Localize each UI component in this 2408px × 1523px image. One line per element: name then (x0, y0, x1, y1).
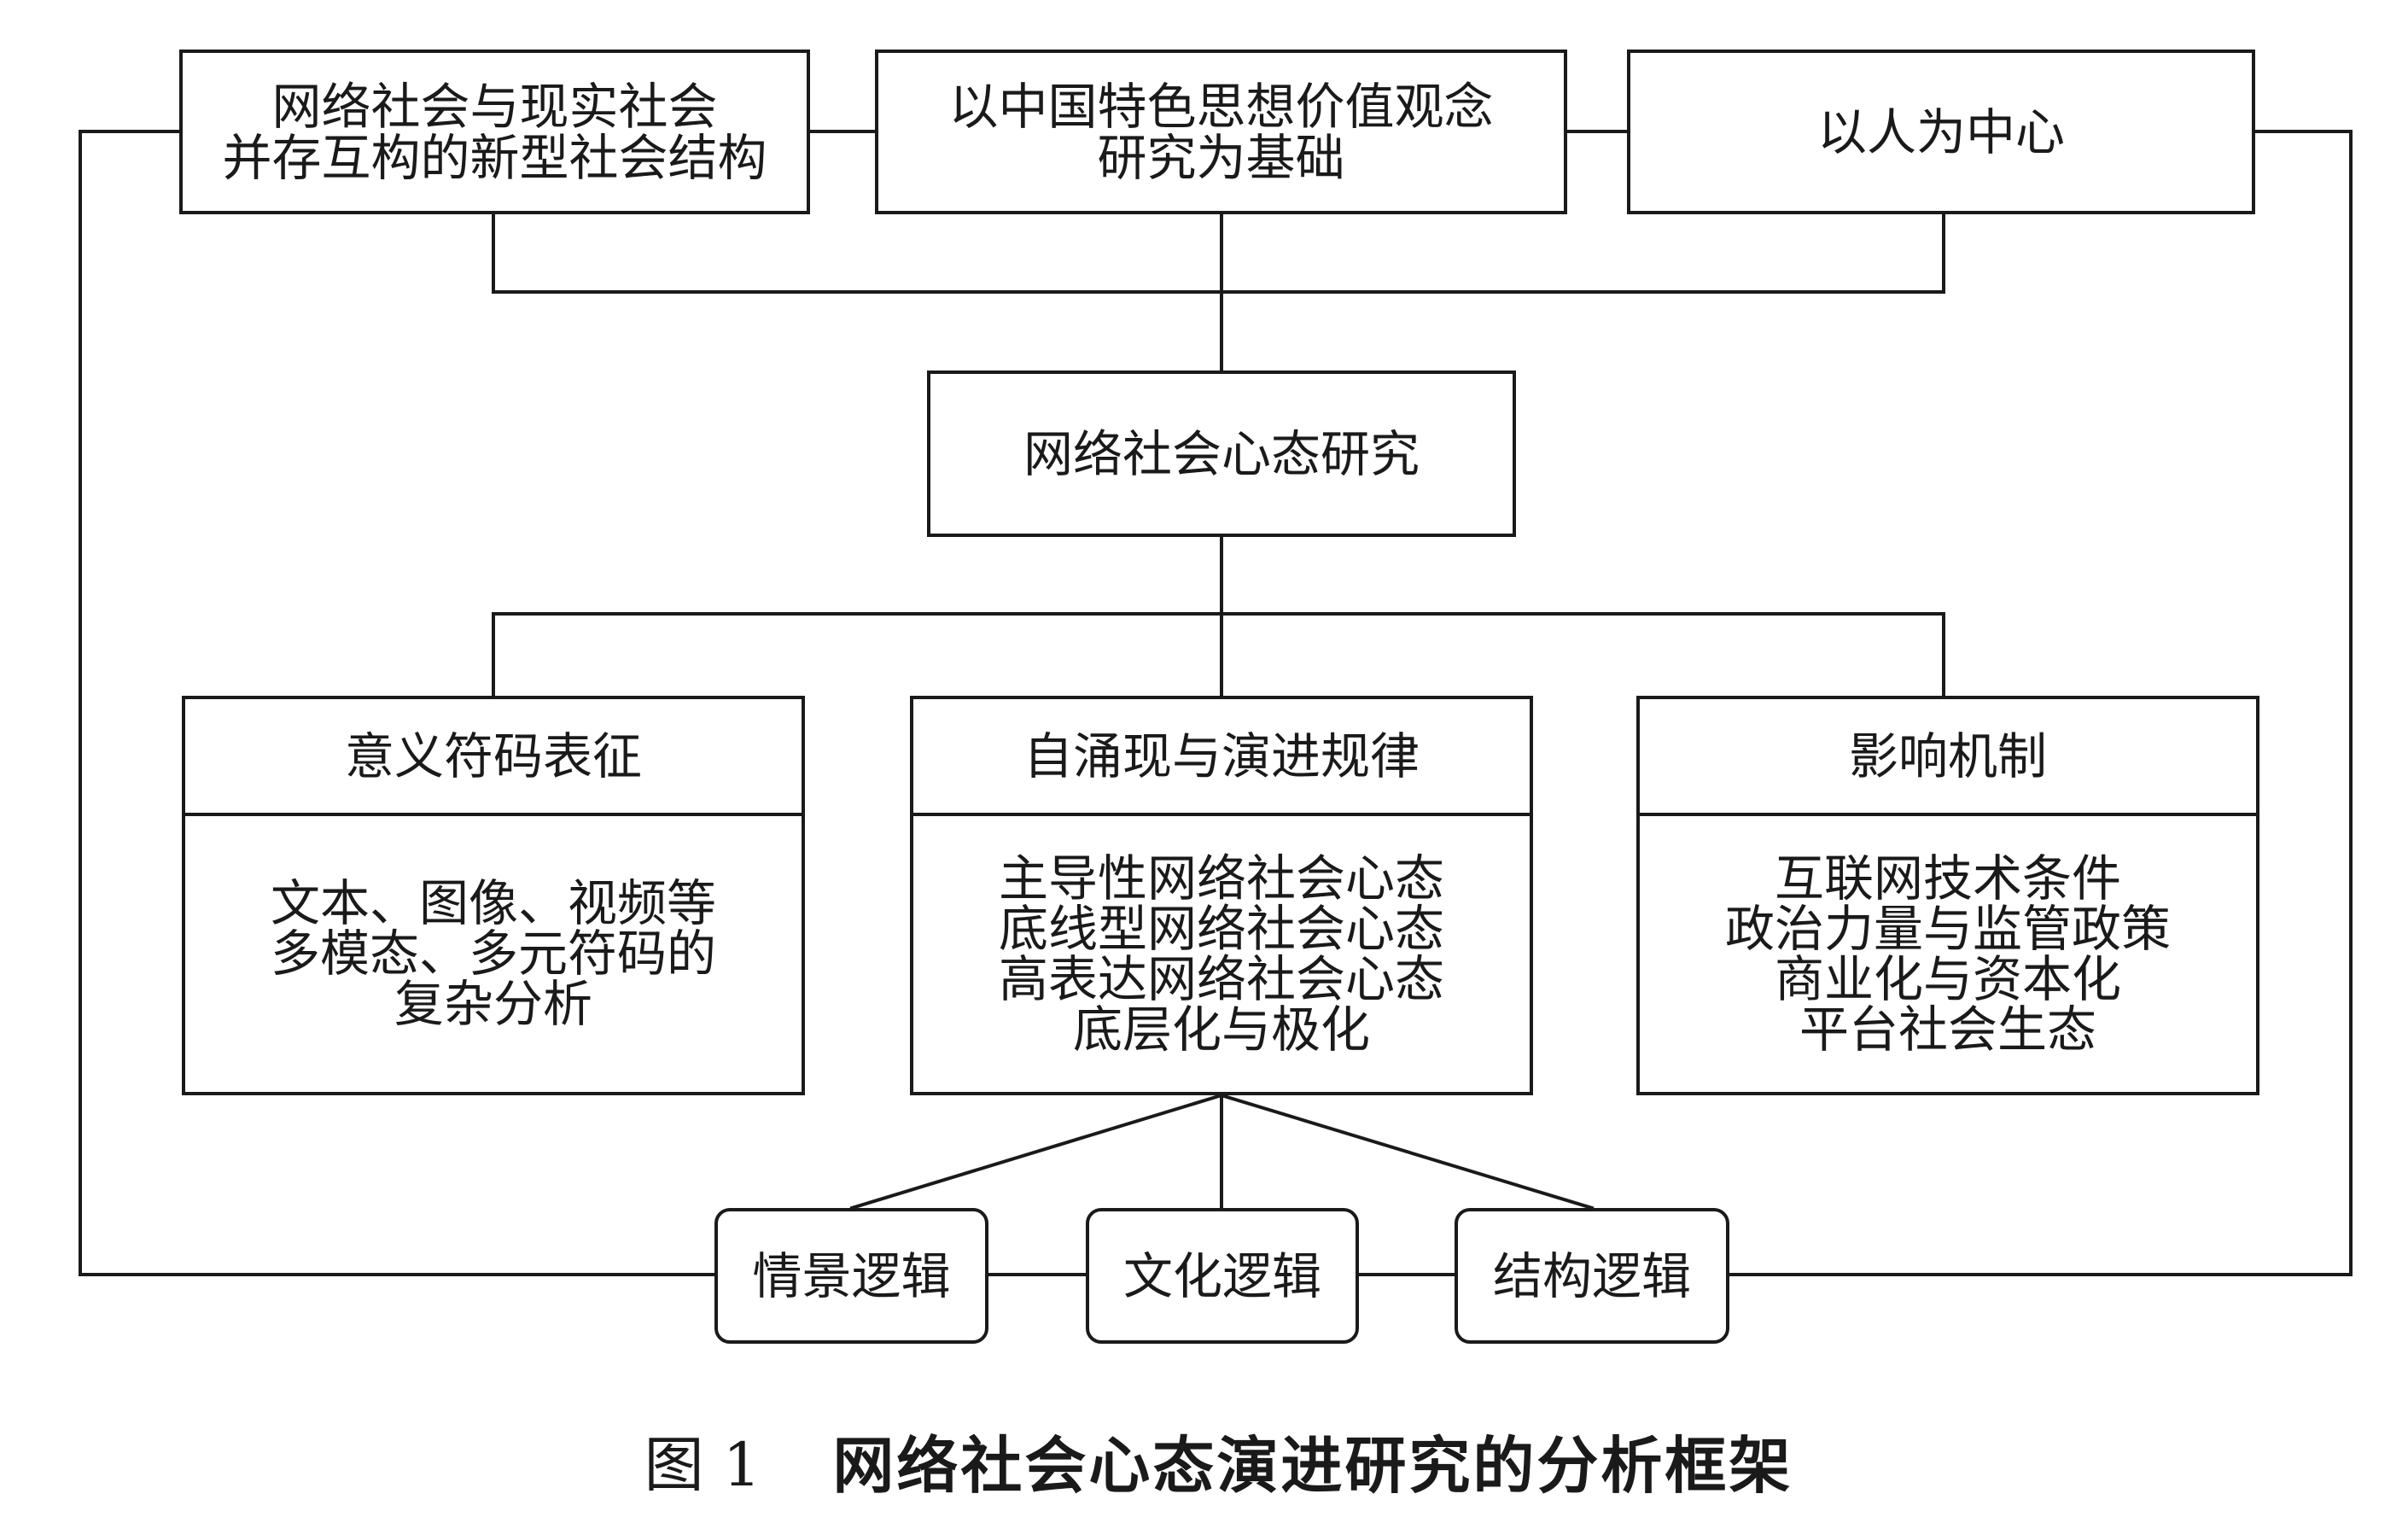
connector-middle-panel-to-logic-3 (1219, 1093, 1595, 1211)
logic-box-label: 结构逻辑 (1492, 1246, 1691, 1305)
figure-number: 图 1 (644, 1429, 761, 1500)
figure-title: 网络社会心态演进研究的分析框架 (832, 1429, 1793, 1502)
panel-symbolic-representation: 意义符码表征 文本、图像、视频等 多模态、多元符码的 复杂分析 (182, 696, 805, 1095)
center-box-label: 网络社会心态研究 (1023, 424, 1420, 483)
logic-box-situational: 情景逻辑 (714, 1208, 988, 1344)
connector-outer-right-loop (1728, 130, 2353, 1276)
box-text-line: 网络社会与现实社会 (271, 77, 718, 136)
panel-emergence-evolution: 自涌现与演进规律 主导性网络社会心态 底线型网络社会心态 高表达网络社会心态 底… (910, 696, 1533, 1095)
panel-body-line: 平台社会生态 (1799, 1000, 2096, 1059)
logic-box-label: 情景逻辑 (752, 1246, 951, 1305)
box-text-line: 以中国特色思想价值观念 (948, 77, 1494, 136)
panel-body: 互联网技术条件 政治力量与监管政策 商业化与资本化 平台社会生态 (1640, 816, 2256, 1092)
logic-box-label: 文化逻辑 (1122, 1246, 1321, 1305)
panel-body-line: 互联网技术条件 (1774, 849, 2121, 907)
panel-body-line: 底层化与极化 (1072, 1000, 1370, 1059)
panel-body-line: 主导性网络社会心态 (998, 849, 1444, 907)
box-text-line: 研究为基础 (1097, 128, 1345, 187)
panel-body-line: 政治力量与监管政策 (1724, 899, 2171, 958)
panel-body-line: 高表达网络社会心态 (998, 949, 1444, 1008)
panel-header: 意义符码表征 (185, 699, 802, 816)
panel-body: 主导性网络社会心态 底线型网络社会心态 高表达网络社会心态 底层化与极化 (913, 816, 1530, 1092)
panel-body-line: 多模态、多元符码的 (270, 925, 716, 983)
connector-middle-panel-to-logic-1 (849, 1093, 1224, 1211)
box-text-line: 以人为中心 (1816, 102, 2065, 161)
panel-body-line: 底线型网络社会心态 (998, 899, 1444, 958)
top-box-values-foundation: 以中国特色思想价值观念 研究为基础 (875, 50, 1567, 214)
panel-body: 文本、图像、视频等 多模态、多元符码的 复杂分析 (185, 816, 802, 1092)
box-text-line: 并存互构的新型社会结构 (222, 128, 767, 187)
logic-box-cultural: 文化逻辑 (1086, 1208, 1359, 1344)
logic-box-structural: 结构逻辑 (1455, 1208, 1729, 1344)
panel-influence-mechanism: 影响机制 互联网技术条件 政治力量与监管政策 商业化与资本化 平台社会生态 (1636, 696, 2259, 1095)
figure-caption: 图 1 网络社会心态演进研究的分析框架 (29, 1424, 2408, 1502)
panel-body-line: 复杂分析 (394, 975, 592, 1033)
panel-header: 自涌现与演进规律 (913, 699, 1530, 816)
panel-body-line: 文本、图像、视频等 (270, 874, 716, 932)
top-box-social-structure: 网络社会与现实社会 并存互构的新型社会结构 (179, 50, 810, 214)
panel-header: 影响机制 (1640, 699, 2256, 816)
connector-outer-left-loop (79, 130, 716, 1276)
panel-body-line: 商业化与资本化 (1774, 949, 2121, 1008)
top-box-people-centered: 以人为中心 (1627, 50, 2255, 214)
center-box-research-topic: 网络社会心态研究 (927, 371, 1516, 537)
